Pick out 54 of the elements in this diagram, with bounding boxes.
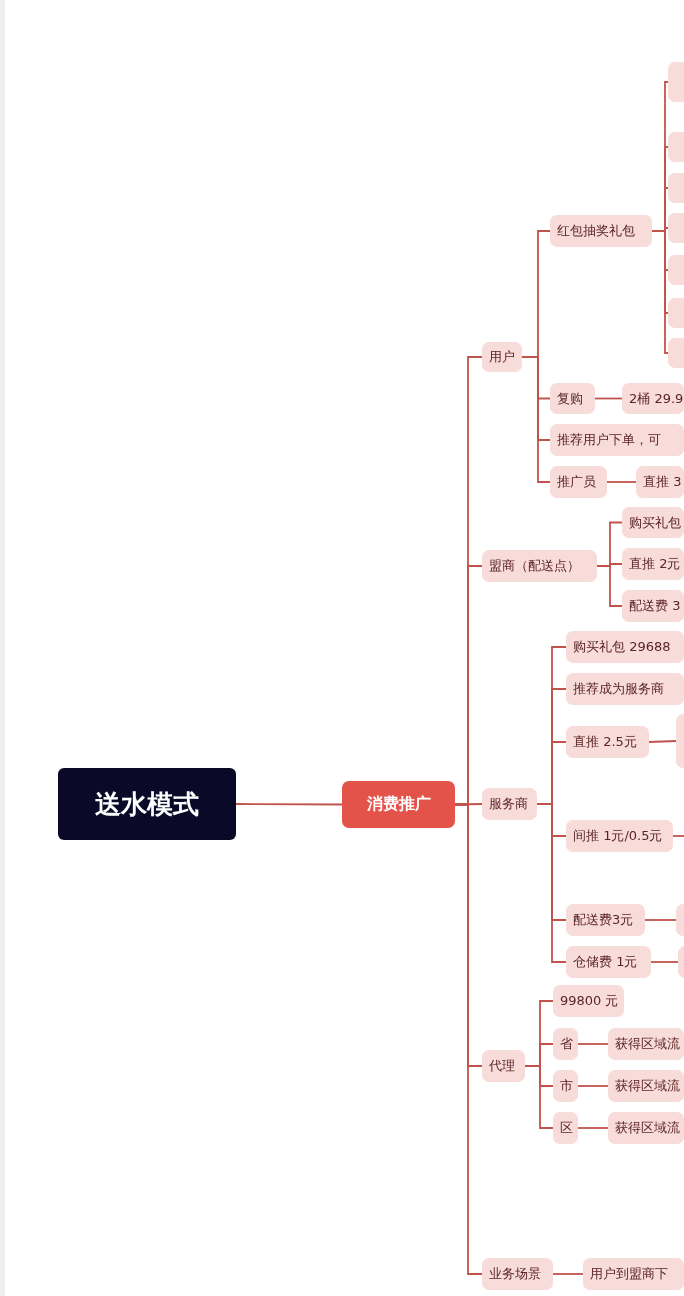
connector-line [606, 481, 637, 483]
topic-box: 省 [553, 1028, 578, 1060]
topic-box: 获得区域流 [608, 1070, 684, 1102]
topic-box: 区 [553, 1112, 578, 1144]
main-topic-box: 消费推广 [342, 781, 455, 828]
connector-line [454, 803, 483, 1275]
topic-box: 复购 [550, 383, 595, 414]
topic-box: 直推 2元 [622, 548, 684, 580]
topic-box: 配送费3元 [566, 904, 645, 936]
connector-line [577, 1043, 609, 1045]
connector-line [672, 835, 684, 837]
connector-line [651, 230, 669, 354]
topic-box: 服务商 [482, 788, 537, 820]
topic-box: 2桶 29.9 [622, 383, 684, 414]
connector-line [577, 1085, 609, 1087]
topic-box: 间推 1元/0.5元 [566, 820, 673, 852]
topic-box: 用户到盟商下 [583, 1258, 684, 1290]
topic-box: 仓储费 1元 [566, 946, 651, 978]
topic-box: 直推 3 [636, 466, 684, 498]
root-topic-box: 送水模式 [58, 768, 236, 840]
connector-line [235, 803, 343, 806]
topic-box: 业务场景 [482, 1258, 553, 1290]
box-topic-shape [668, 298, 684, 328]
connector-line [577, 1127, 609, 1129]
box-topic-shape [668, 173, 684, 203]
topic-box: 获得区域流 [608, 1112, 684, 1144]
box-topic-shape [668, 62, 684, 102]
topic-box: 代理 [482, 1050, 525, 1082]
topic-box: 红包抽奖礼包 [550, 215, 652, 247]
topic-box: 直推 2.5元 [566, 726, 649, 758]
topic-box: 获得区域流 [608, 1028, 684, 1060]
connector-line [521, 356, 551, 483]
topic-box: 99800 元 [553, 985, 624, 1017]
topic-box: 用户 [482, 342, 522, 372]
box-topic-shape [668, 213, 684, 243]
connector-line [650, 961, 679, 963]
box-topic-shape [668, 132, 684, 162]
connector-line [644, 919, 677, 921]
topic-box: 配送费 3 [622, 590, 684, 622]
connector-line [536, 803, 567, 963]
topic-box: 市 [553, 1070, 578, 1102]
topic-box: 推荐成为服务商 [566, 673, 684, 705]
connector-line [648, 740, 677, 743]
topic-box: 购买礼包 [622, 507, 684, 538]
connector-line [594, 397, 623, 400]
topic-box: 盟商（配送点） [482, 550, 597, 582]
topic-box: 购买礼包 29688 [566, 631, 684, 663]
connector-line [524, 1065, 554, 1129]
box-topic-shape [668, 255, 684, 285]
connector-line [596, 565, 623, 607]
connector-line [552, 1273, 584, 1275]
topic-box: 推广员 [550, 466, 607, 498]
box-topic-shape [668, 338, 684, 368]
topic-box: 推荐用户下单，可 [550, 424, 684, 456]
